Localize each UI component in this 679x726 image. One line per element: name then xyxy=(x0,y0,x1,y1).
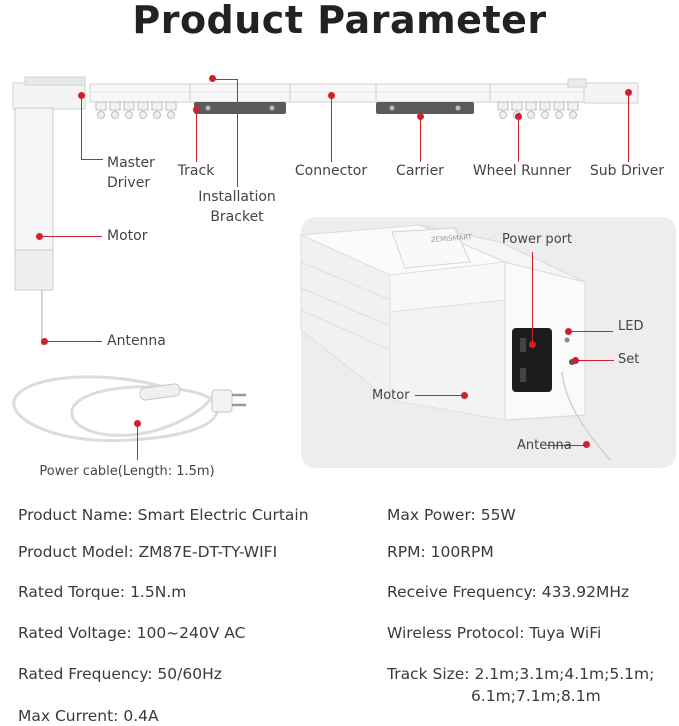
spec-track-size-cont: 6.1m;7.1m;8.1m xyxy=(471,687,601,705)
label-power-cable: Power cable(Length: 1.5m) xyxy=(39,464,215,479)
spec-product-name: Product Name: Smart Electric Curtain xyxy=(18,506,309,524)
label-bracket: Bracket xyxy=(210,209,264,225)
leader-led xyxy=(569,331,613,332)
spec-rated-voltage: Rated Voltage: 100~240V AC xyxy=(18,624,246,642)
spec-max-current: Max Current: 0.4A xyxy=(18,707,159,725)
spec-rpm: RPM: 100RPM xyxy=(387,543,494,561)
leader-wheel-runner xyxy=(518,117,519,162)
marker-master xyxy=(78,92,85,99)
label-led: LED xyxy=(618,319,644,334)
label-antenna: Antenna xyxy=(107,333,166,349)
label-driver: Driver xyxy=(107,175,151,191)
label-power-port: Power port xyxy=(502,232,573,247)
label-installation: Installation xyxy=(198,189,276,205)
wheel-runners-right xyxy=(497,101,579,119)
spec-receive-frequency: Receive Frequency: 433.92MHz xyxy=(387,583,630,601)
power-cable xyxy=(12,375,219,443)
wheel-runners-left xyxy=(95,101,177,119)
label-carrier: Carrier xyxy=(396,163,444,179)
plug xyxy=(211,389,233,413)
label-inset-antenna: Antenna xyxy=(517,438,572,453)
leader-motor xyxy=(40,236,102,237)
leader-antenna xyxy=(45,341,102,342)
track-rail xyxy=(89,83,587,103)
installation-bracket xyxy=(194,102,286,114)
sub-driver xyxy=(583,82,639,104)
label-master: Master xyxy=(107,155,155,171)
page-title: Product Parameter xyxy=(132,0,547,42)
leader-power-port xyxy=(532,252,533,344)
spec-rated-torque: Rated Torque: 1.5N.m xyxy=(18,583,187,601)
label-connector: Connector xyxy=(294,163,368,179)
spec-track-size: Track Size: 2.1m;3.1m;4.1m;5.1m; xyxy=(387,665,655,683)
leader-master xyxy=(81,96,82,159)
spec-product-model: Product Model: ZM87E-DT-TY-WIFI xyxy=(18,543,278,561)
leader-carrier xyxy=(420,117,421,162)
leader-sub-driver xyxy=(628,93,629,162)
label-motor: Motor xyxy=(107,228,148,244)
leader-bracket xyxy=(237,79,238,187)
leader-track xyxy=(196,110,197,162)
spec-wireless-protocol: Wireless Protocol: Tuya WiFi xyxy=(387,624,602,642)
label-wheel-runner: Wheel Runner xyxy=(472,163,572,179)
leader-set xyxy=(576,360,614,361)
leader-connector xyxy=(331,96,332,162)
leader-inset-motor xyxy=(415,395,464,396)
inset-brand-text: ZEMISMART xyxy=(431,233,473,244)
spec-max-power: Max Power: 55W xyxy=(387,506,516,524)
label-set: Set xyxy=(618,352,640,367)
label-sub-driver: Sub Driver xyxy=(589,163,665,179)
leader-inset-antenna xyxy=(547,445,585,446)
spec-rated-frequency: Rated Frequency: 50/60Hz xyxy=(18,665,222,683)
master-driver-head xyxy=(12,82,86,110)
label-track: Track xyxy=(177,163,215,179)
carrier xyxy=(376,102,474,114)
label-inset-motor: Motor xyxy=(372,388,410,403)
leader-power-cable xyxy=(137,424,138,460)
